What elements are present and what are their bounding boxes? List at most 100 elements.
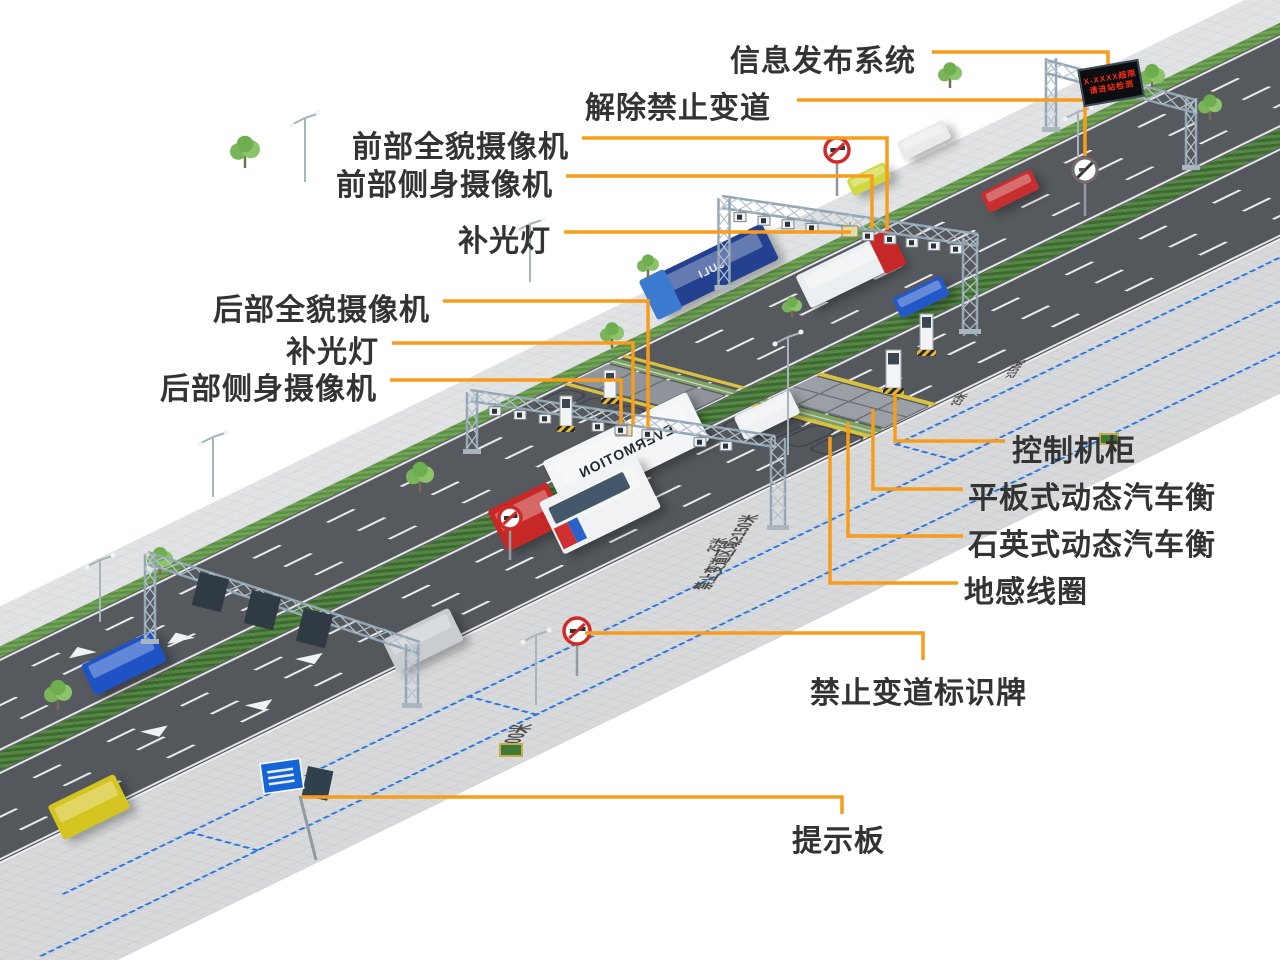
street-lamp bbox=[1062, 116, 1068, 122]
front-gantry-tower bbox=[962, 279, 978, 295]
front-gantry-beam bbox=[897, 223, 915, 235]
front-overview-camera-lens bbox=[761, 218, 766, 224]
rear-gantry-beam bbox=[517, 399, 535, 409]
tree bbox=[50, 679, 66, 696]
far-sign-gantry-tower-base bbox=[402, 703, 422, 708]
front-side-camera-lens bbox=[865, 233, 870, 239]
rear-gantry-beam bbox=[710, 428, 728, 438]
street-lamp bbox=[200, 436, 214, 444]
control-cabinet-screen bbox=[562, 399, 570, 408]
control-cabinet-base bbox=[917, 350, 936, 356]
label-front-overview-camera: 前部全貌摄像机 bbox=[352, 131, 569, 164]
no-lane-change-sign-icon bbox=[503, 516, 510, 520]
no-lane-change-sign-icon bbox=[579, 627, 586, 631]
far-sign-gantry-tower bbox=[405, 657, 419, 673]
rear-gantry-beam bbox=[726, 430, 744, 441]
front-gantry-beam bbox=[849, 216, 867, 228]
tree bbox=[605, 322, 619, 336]
label-prompt-board: 提示板 bbox=[792, 825, 885, 858]
front-gantry-beam bbox=[753, 202, 771, 214]
leader-line-4 bbox=[566, 174, 874, 229]
front-gantry-beam bbox=[961, 233, 979, 245]
rear-gantry-tower bbox=[770, 507, 786, 523]
leader-line-6 bbox=[443, 299, 650, 428]
front-gantry-beam bbox=[801, 209, 819, 221]
no-lane-change-sign-icon bbox=[569, 629, 577, 633]
label-rear-overview-camera: 后部全貌摄像机 bbox=[213, 294, 430, 327]
label-no-lane-change-sign: 禁止变道标识牌 bbox=[810, 677, 1027, 710]
rear-gantry-tower bbox=[770, 465, 786, 481]
street-lamp bbox=[787, 332, 801, 338]
street-lamp bbox=[775, 336, 789, 344]
front-side-camera-lens bbox=[931, 243, 936, 249]
rear-camera-lens bbox=[595, 424, 600, 430]
label-induction-loop: 地感线圈 bbox=[964, 576, 1088, 609]
no-lane-change-sign-icon bbox=[512, 514, 518, 518]
label-info-system: 信息发布系统 bbox=[730, 45, 916, 78]
utility-box bbox=[499, 743, 523, 757]
tree bbox=[943, 62, 957, 76]
street-lamp bbox=[315, 110, 321, 116]
rear-gantry-beam bbox=[662, 420, 679, 431]
front-gantry-tower-base bbox=[714, 285, 734, 290]
front-gantry-tower bbox=[962, 293, 978, 309]
rear-gantry-beam bbox=[582, 408, 599, 419]
far-sign-gantry-tower bbox=[405, 643, 419, 659]
rear-camera-lens bbox=[542, 416, 547, 422]
far-sign-gantry-tower bbox=[405, 671, 419, 687]
led-gantry-tower-base bbox=[1042, 127, 1060, 132]
street-lamp bbox=[197, 441, 203, 447]
rear-camera-lens bbox=[723, 443, 728, 449]
label-fill-light-rear: 补光灯 bbox=[286, 336, 379, 369]
far-sign-gantry-beam bbox=[227, 583, 245, 592]
rear-gantry-beam bbox=[758, 435, 776, 446]
front-gantry-tower bbox=[718, 267, 730, 283]
led-gantry-tower bbox=[1185, 139, 1197, 155]
led-gantry-beam bbox=[1062, 68, 1080, 78]
front-gantry-tower bbox=[962, 251, 978, 267]
rear-gantry-tower bbox=[770, 493, 786, 509]
control-cabinet-screen bbox=[606, 373, 614, 382]
front-gantry-tower bbox=[718, 253, 730, 269]
rear-camera-lens bbox=[645, 431, 650, 437]
front-gantry-tower bbox=[718, 239, 730, 255]
far-sign-gantry-tower bbox=[144, 567, 156, 583]
street-lamp bbox=[546, 627, 552, 633]
board-back bbox=[301, 766, 334, 801]
street-lamp bbox=[514, 228, 520, 234]
far-sign-gantry-tower bbox=[405, 685, 419, 701]
label-fill-light-front: 补光灯 bbox=[458, 225, 551, 258]
prompt-board-textline bbox=[268, 779, 295, 786]
led-gantry-tower bbox=[1045, 113, 1057, 129]
label-plate-wim: 平板式动态汽车衡 bbox=[968, 482, 1216, 515]
far-sign-gantry-beam bbox=[339, 620, 357, 629]
street-lamp bbox=[212, 432, 226, 438]
front-side-camera-lens bbox=[887, 236, 892, 242]
led-gantry-tower bbox=[1045, 99, 1057, 115]
led-gantry-beam bbox=[1179, 99, 1197, 110]
rear-gantry-tower bbox=[466, 405, 478, 421]
street-lamp bbox=[99, 555, 113, 561]
rear-camera-lens bbox=[517, 412, 522, 418]
rear-gantry-beam bbox=[694, 425, 712, 436]
utility-box bbox=[1099, 433, 1119, 445]
leader-line-13 bbox=[585, 631, 925, 660]
leader-line-9 bbox=[893, 394, 1005, 443]
tree bbox=[641, 254, 655, 267]
rear-gantry-beam bbox=[485, 394, 503, 404]
label-control-cabinet: 控制机柜 bbox=[1012, 435, 1136, 468]
front-gantry-tower bbox=[962, 265, 978, 281]
front-gantry-beam bbox=[945, 231, 963, 242]
street-lamp bbox=[529, 219, 543, 225]
rear-gantry-tower bbox=[466, 419, 478, 435]
street-lamp bbox=[535, 630, 549, 636]
rear-gantry-tower bbox=[770, 437, 786, 453]
front-gantry-beam bbox=[769, 204, 787, 216]
front-gantry-beam bbox=[833, 214, 851, 226]
far-sign-gantry-beam bbox=[147, 550, 421, 644]
tree bbox=[236, 135, 254, 153]
street-lamp bbox=[289, 122, 295, 128]
street-lamp bbox=[523, 634, 537, 642]
far-sign-gantry-tower-base bbox=[141, 639, 159, 644]
lift-restriction-sign-icon bbox=[1079, 168, 1085, 172]
